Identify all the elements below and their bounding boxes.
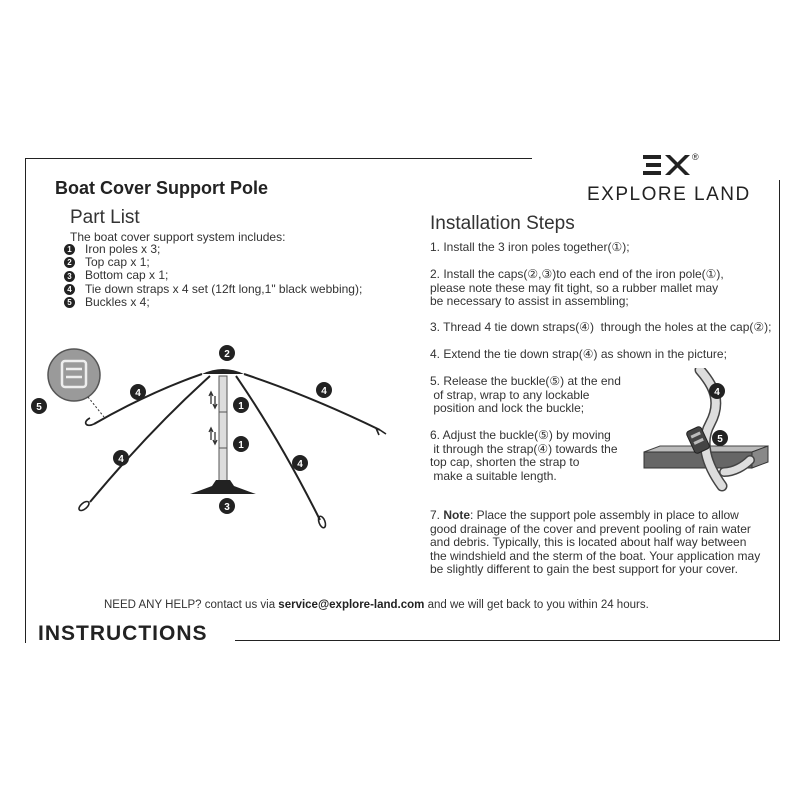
buckle-magnifier: 5 bbox=[31, 348, 105, 418]
part-list-heading: Part List bbox=[70, 207, 140, 228]
svg-text:4: 4 bbox=[135, 388, 141, 399]
step-2: 2. Install the caps(②,③)to each end of t… bbox=[430, 267, 724, 308]
part-number-badge: 5 bbox=[64, 296, 75, 308]
diagram-label-buckle: 5 bbox=[31, 398, 47, 414]
frame-right-line bbox=[779, 180, 780, 640]
diagram-label-pole-lower: 1 bbox=[233, 436, 249, 452]
frame-top-line bbox=[25, 158, 532, 159]
iron-pole bbox=[218, 375, 228, 485]
part-text: Top cap x 1; bbox=[85, 255, 150, 270]
diagram-label-strap-right-upper: 4 bbox=[316, 382, 332, 398]
list-item: 4 Tie down straps x 4 set (12ft long,1" b… bbox=[64, 281, 363, 296]
help-line: NEED ANY HELP? contact us via service@ex… bbox=[104, 599, 649, 611]
note-label: Note bbox=[443, 508, 471, 522]
diagram-label-bottom-cap: 3 bbox=[219, 498, 235, 514]
diagram-label-pole-upper: 1 bbox=[233, 397, 249, 413]
step-1: 1. Install the 3 iron poles together(①); bbox=[430, 240, 630, 254]
bottom-cap bbox=[190, 480, 256, 494]
svg-text:1: 1 bbox=[238, 440, 244, 451]
part-number-badge: 2 bbox=[64, 257, 75, 269]
buckle-detail-illustration: 4 5 bbox=[643, 368, 769, 492]
top-cap bbox=[202, 369, 244, 374]
list-item: 3 Bottom cap x 1; bbox=[64, 269, 362, 282]
diagram-label-strap-right-lower: 4 bbox=[292, 455, 308, 471]
part-text: Iron poles x 3; bbox=[85, 242, 161, 256]
strap-right-upper bbox=[243, 373, 381, 431]
detail-label-buckle: 5 bbox=[712, 430, 728, 446]
diagram-label-strap-left-lower: 4 bbox=[113, 450, 129, 466]
part-number-badge: 1 bbox=[64, 244, 75, 256]
svg-text:4: 4 bbox=[297, 459, 303, 470]
frame-left-line bbox=[25, 158, 26, 643]
instructions-banner: INSTRUCTIONS bbox=[38, 622, 208, 645]
help-suffix: and we will get back to you within 24 ho… bbox=[424, 599, 649, 611]
list-item: 2 Top cap x 1; bbox=[64, 256, 362, 269]
part-list: 1 Iron poles x 3; 2 Top cap x 1; 3 Bottom c… bbox=[64, 242, 363, 309]
strap-right-lower bbox=[235, 375, 321, 521]
diagram-label-strap-left-upper: 4 bbox=[130, 384, 146, 400]
step-5: 5. Release the buckle(⑤) at the end of s… bbox=[430, 374, 621, 415]
note-prefix: 7. bbox=[430, 508, 444, 522]
part-text: Tie down straps x 4 set (12ft long,1" bl… bbox=[85, 281, 363, 296]
help-email: service@explore-land.com bbox=[278, 599, 425, 611]
help-prefix: NEED ANY HELP? contact us via bbox=[104, 599, 279, 611]
svg-text:4: 4 bbox=[118, 454, 124, 465]
svg-text:4: 4 bbox=[321, 386, 327, 397]
list-item: 1 Iron poles x 3; bbox=[64, 242, 362, 256]
brand-name: EXPLORE LAND bbox=[587, 184, 751, 205]
list-item: 5 Buckles x 4; bbox=[64, 294, 362, 309]
svg-text:4: 4 bbox=[714, 387, 720, 398]
part-text: Buckles x 4; bbox=[85, 294, 150, 309]
note-text: : Place the support pole assembly in pla… bbox=[430, 508, 761, 576]
svg-text:3: 3 bbox=[224, 502, 230, 513]
pole-assembly-diagram: 1 1 2 3 4 4 4 4 bbox=[78, 345, 387, 529]
step-7-note: 7. Note: Place the support pole assembly… bbox=[430, 508, 761, 577]
step-3: 3. Thread 4 tie down straps(④) through t… bbox=[430, 320, 772, 334]
strap-left-lower bbox=[89, 375, 211, 503]
svg-text:2: 2 bbox=[224, 349, 230, 360]
installation-heading: Installation Steps bbox=[430, 213, 575, 234]
svg-text:1: 1 bbox=[238, 401, 244, 412]
svg-text:5: 5 bbox=[717, 434, 723, 445]
frame-bottom-line bbox=[235, 640, 780, 641]
part-text: Bottom cap x 1; bbox=[85, 268, 169, 283]
part-number-badge: 3 bbox=[64, 270, 75, 282]
step-4: 4. Extend the tie down strap(④) as shown… bbox=[430, 347, 727, 361]
registered-mark: ® bbox=[692, 152, 699, 162]
strap-left-upper bbox=[93, 373, 203, 425]
explore-land-logo: ® bbox=[643, 152, 699, 175]
svg-text:5: 5 bbox=[36, 402, 42, 413]
step-6: 6. Adjust the buckle(⑤) by moving it thr… bbox=[430, 428, 618, 483]
diagram-label-top-cap: 2 bbox=[219, 345, 235, 361]
detail-label-strap: 4 bbox=[709, 383, 725, 399]
part-number-badge: 4 bbox=[64, 283, 75, 295]
part-list-intro: The boat cover support system includes: bbox=[70, 230, 286, 244]
document-title: Boat Cover Support Pole bbox=[55, 178, 269, 198]
